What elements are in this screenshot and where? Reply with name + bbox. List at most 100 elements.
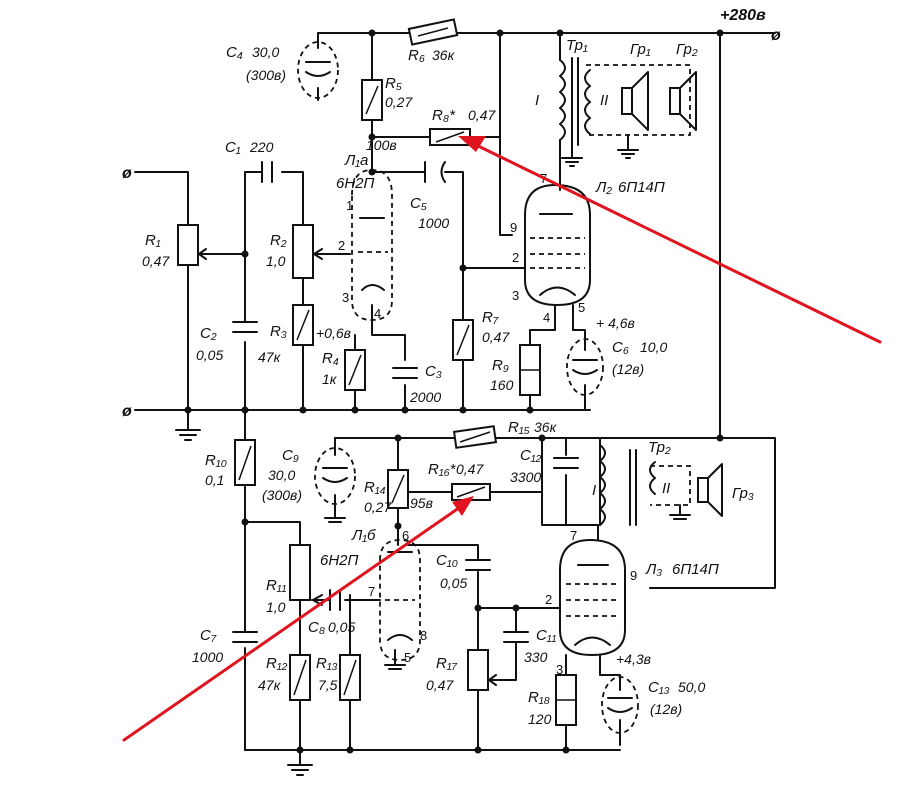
svg-text:II: II: [662, 480, 670, 497]
svg-text:120: 120: [528, 711, 552, 727]
transformer-tr1: Тр₁ I II: [535, 37, 691, 146]
junction-dots: [184, 29, 724, 754]
ground-upper: [175, 429, 201, 441]
capacitor-c5: C₅ 1000: [410, 161, 449, 231]
capacitor-c11: C₁₁ 330: [503, 627, 557, 665]
svg-text:ø: ø: [122, 403, 132, 420]
capacitor-c10: C₁₀ 0,05: [436, 552, 491, 591]
capacitor-c9: C₉ 30,0 (300в): [262, 447, 356, 523]
svg-text:Гр₃: Гр₃: [732, 485, 754, 502]
voltage-0-6v: +0,6в: [316, 325, 351, 341]
svg-text:160: 160: [490, 377, 514, 393]
svg-text:7: 7: [368, 584, 375, 599]
svg-text:C₁₂: C₁₂: [520, 447, 542, 464]
svg-text:C₉: C₉: [282, 447, 299, 464]
annotation-arrow-lower: [122, 496, 474, 742]
svg-text:R₁₅: R₁₅: [508, 419, 530, 436]
svg-text:R₅: R₅: [385, 75, 402, 92]
svg-text:9: 9: [630, 568, 637, 583]
tube-l2: 7 9 2 3 4 5 Л₂ 6П14П: [510, 171, 665, 325]
capacitor-c2: C₂ 0,05: [196, 321, 258, 363]
svg-text:I: I: [535, 92, 539, 109]
svg-text:R₆: R₆: [408, 47, 425, 64]
resistor-r10: R₁₀ 0,1: [205, 439, 256, 488]
svg-text:0,47: 0,47: [482, 329, 510, 345]
svg-text:Тр₂: Тр₂: [648, 439, 671, 456]
svg-text:1,0: 1,0: [266, 599, 286, 615]
svg-text:1,0: 1,0: [266, 253, 286, 269]
svg-text:R₁₄: R₁₄: [364, 479, 386, 496]
svg-text:220: 220: [249, 139, 274, 155]
svg-text:C₈: C₈: [308, 619, 325, 636]
svg-text:0,27: 0,27: [364, 499, 392, 515]
svg-text:3300: 3300: [510, 469, 541, 485]
capacitor-c3: C₃ 2000: [392, 363, 442, 405]
svg-text:0,47: 0,47: [468, 107, 496, 123]
svg-text:Л₂: Л₂: [595, 179, 612, 196]
supply-terminal: ø +280в: [720, 7, 781, 44]
svg-text:C₂: C₂: [200, 325, 217, 342]
svg-text:3: 3: [342, 290, 349, 305]
svg-text:0,27: 0,27: [385, 94, 413, 110]
capacitor-c12: C₁₂ 3300: [510, 447, 579, 485]
svg-text:4: 4: [374, 306, 381, 321]
svg-text:Гр₂: Гр₂: [676, 41, 698, 58]
svg-text:2: 2: [512, 250, 519, 265]
tube-l1a: 1 2 3 4 Л₁а 6Н2П: [336, 152, 393, 321]
svg-text:R₁₇: R₁₇: [436, 655, 458, 672]
svg-text:R₇: R₇: [482, 309, 499, 326]
svg-text:C₁₁: C₁₁: [536, 627, 557, 644]
svg-text:47к: 47к: [258, 349, 282, 365]
resistor-r3: R₃ 47к: [258, 304, 314, 365]
svg-text:R₁₂: R₁₂: [266, 655, 288, 672]
capacitor-c6: C₆ 10,0 (12в): [566, 338, 667, 396]
svg-text:1к: 1к: [322, 371, 338, 387]
svg-text:0,05: 0,05: [196, 347, 223, 363]
svg-text:Л₁б: Л₁б: [351, 527, 376, 544]
svg-text:(12в): (12в): [612, 361, 644, 377]
svg-text:3: 3: [512, 288, 519, 303]
svg-text:7,5: 7,5: [318, 677, 338, 693]
ground-lower: [287, 664, 406, 776]
svg-text:9: 9: [510, 220, 517, 235]
svg-text:R₁₈: R₁₈: [528, 689, 550, 706]
speaker-gr3: Гр₃: [697, 463, 754, 517]
svg-text:(300в): (300в): [246, 67, 286, 83]
svg-text:30,0: 30,0: [268, 467, 295, 483]
speaker-gr2: Гр₂: [669, 41, 698, 131]
svg-text:6П14П: 6П14П: [672, 561, 719, 578]
resistor-r18: R₁₈ 120: [528, 674, 577, 727]
svg-text:R₁: R₁: [145, 232, 161, 249]
resistor-r6: R₆ 36к: [407, 18, 459, 64]
svg-text:R₁₃: R₁₃: [316, 655, 338, 672]
tube-l1b: 6 7 8 5 Л₁б 6Н2П: [320, 527, 427, 665]
svg-text:C₁₀: C₁₀: [436, 552, 458, 569]
annotation-arrow-upper: [458, 136, 882, 344]
supply-voltage-label: +280в: [720, 7, 766, 24]
svg-text:0,47: 0,47: [426, 677, 454, 693]
resistor-r5: R₅ 0,27: [361, 75, 413, 121]
svg-text:0,1: 0,1: [205, 472, 224, 488]
svg-text:6П14П: 6П14П: [618, 179, 665, 196]
capacitor-c4: C₄ 30,0 (300в): [226, 41, 339, 99]
resistor-r1: R₁ 0,47: [142, 224, 211, 269]
svg-text:0,47: 0,47: [456, 461, 484, 477]
svg-text:C₆: C₆: [612, 339, 629, 356]
svg-text:(12в): (12в): [650, 701, 682, 717]
transformer-tr2: Тр₂ I II: [592, 439, 691, 526]
resistor-r8: R₈* 0,47: [429, 107, 496, 146]
svg-text:C₄: C₄: [226, 44, 243, 61]
svg-text:R₃: R₃: [270, 323, 287, 340]
svg-text:3: 3: [556, 662, 563, 677]
resistor-r15: R₁₅ 36к: [452, 419, 558, 449]
resistor-r7: R₇ 0,47: [452, 309, 510, 361]
svg-text:2: 2: [338, 238, 345, 253]
svg-text:C₇: C₇: [200, 627, 217, 644]
resistor-r2: R₂ 1,0: [266, 224, 323, 279]
svg-text:R₈*: R₈*: [432, 107, 456, 124]
svg-text:47к: 47к: [258, 677, 282, 693]
svg-text:0,47: 0,47: [142, 253, 170, 269]
svg-text:8: 8: [420, 628, 427, 643]
capacitor-c7: C₇ 1000: [192, 627, 258, 665]
tube-l3: 7 9 2 3 Л₃ 6П14П: [545, 528, 719, 677]
